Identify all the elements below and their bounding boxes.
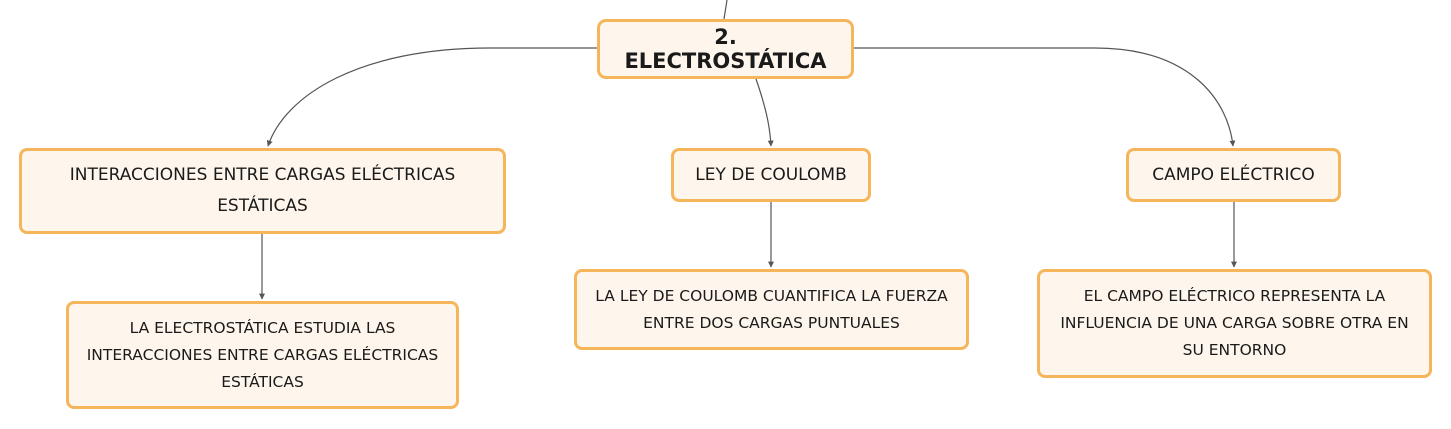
leaf-node-text: EL CAMPO ELÉCTRICO REPRESENTA LA INFLUEN… <box>1060 287 1409 359</box>
leaf-node-ley-de-coulomb[interactable]: LA LEY DE COULOMB CUANTIFICA LA FUERZA E… <box>574 269 969 350</box>
branch-node-label: CAMPO ELÉCTRICO <box>1152 164 1315 185</box>
connector-root-campo <box>854 47 1236 147</box>
root-node-label: 2. ELECTROSTÁTICA <box>624 25 827 73</box>
branch-node-interacciones[interactable]: INTERACCIONES ENTRE CARGAS ELÉCTRICAS ES… <box>19 148 506 234</box>
branch-node-ley-de-coulomb[interactable]: LEY DE COULOMB <box>671 148 871 202</box>
connector-root-interacciones <box>266 47 597 147</box>
leaf-node-text: LA LEY DE COULOMB CUANTIFICA LA FUERZA E… <box>595 286 948 332</box>
connector-root-coulomb <box>755 78 774 147</box>
root-node-electrostatica[interactable]: 2. ELECTROSTÁTICA <box>597 19 854 79</box>
branch-node-label: INTERACCIONES ENTRE CARGAS ELÉCTRICAS ES… <box>69 165 456 216</box>
leaf-node-interacciones[interactable]: LA ELECTROSTÁTICA ESTUDIA LAS INTERACCIO… <box>66 301 459 409</box>
leaf-node-text: LA ELECTROSTÁTICA ESTUDIA LAS INTERACCIO… <box>86 318 439 391</box>
leaf-node-campo-electrico[interactable]: EL CAMPO ELÉCTRICO REPRESENTA LA INFLUEN… <box>1037 269 1432 378</box>
connector-incoming <box>723 0 728 20</box>
branch-node-label: LEY DE COULOMB <box>695 164 847 185</box>
branch-node-campo-electrico[interactable]: CAMPO ELÉCTRICO <box>1126 148 1341 202</box>
